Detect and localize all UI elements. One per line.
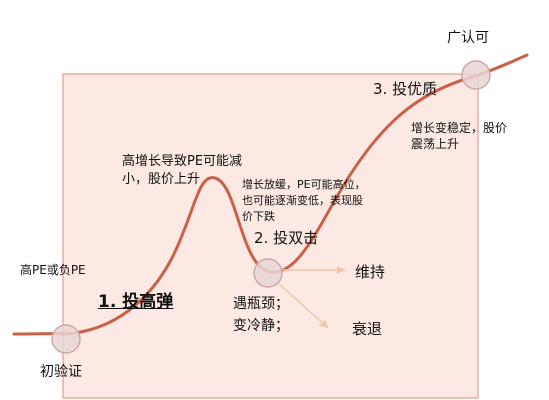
milestone-circle-top: [461, 60, 491, 90]
label-start: 初验证: [40, 364, 82, 380]
label-bottleneck-2: 变冷静；: [233, 318, 289, 334]
label-stage1: 1. 投高弹: [98, 292, 174, 312]
label-top-right: 广认可: [447, 30, 489, 46]
label-high-pe: 高PE或负PE: [20, 263, 86, 277]
milestone-circle-start: [51, 324, 81, 354]
milestone-circle-stage2: [253, 258, 283, 288]
background-panel: [62, 73, 479, 399]
label-sustain: 维持: [355, 263, 386, 281]
label-slowdown-2: 也可能逐渐变低，表现股: [242, 194, 363, 207]
label-stage3-desc-2: 震荡上升: [411, 137, 460, 151]
label-bottleneck-1: 遇瓶颈；: [233, 296, 289, 312]
label-decline: 衰退: [352, 320, 383, 338]
label-peak-desc-1: 高增长导致PE可能减: [122, 154, 243, 169]
label-peak-desc-2: 小，股价上升: [122, 172, 201, 187]
label-stage2: 2. 投双击: [254, 229, 319, 247]
label-stage3-desc-1: 增长变稳定，股价: [411, 121, 508, 135]
arrow-to-decline: [275, 280, 329, 329]
growth-curve: [12, 53, 529, 336]
label-slowdown-3: 价下跌: [242, 210, 275, 223]
label-stage3: 3. 投优质: [373, 80, 438, 98]
label-slowdown-1: 增长放缓，PE可能高位，: [242, 178, 366, 191]
